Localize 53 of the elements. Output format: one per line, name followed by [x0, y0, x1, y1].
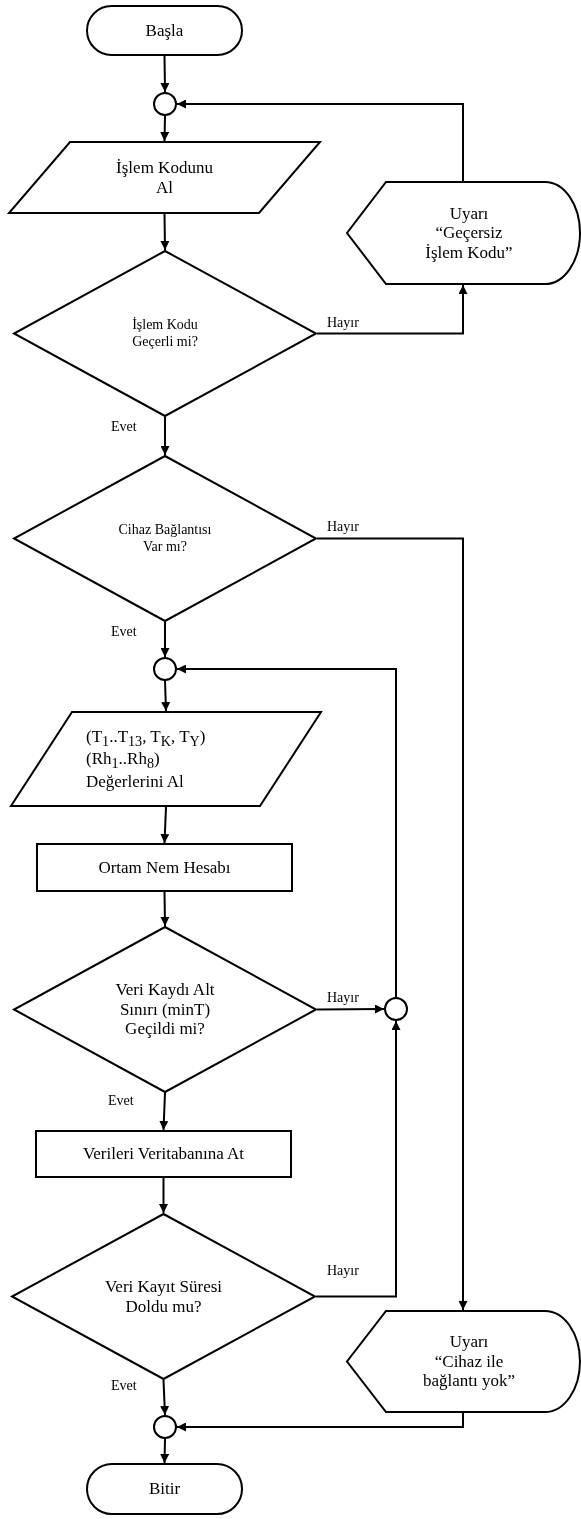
input-parallelogram: [8, 141, 321, 214]
arrow: [159, 1177, 168, 1214]
arrow: [160, 1438, 170, 1464]
arrow: [160, 416, 170, 456]
decision-diamond: [13, 926, 317, 1093]
decision-text: Cihaz Bağlantısı Var mı?: [117, 522, 213, 555]
decision-text: İşlem Kodu Geçerli mi?: [131, 317, 199, 350]
arrow: [159, 1092, 169, 1131]
node-text: Ortam Nem Hesabı: [97, 857, 232, 878]
node-text: Başla: [144, 20, 185, 41]
arrow: [160, 55, 170, 93]
decision-diamond: [13, 250, 317, 417]
decision-diamond: [13, 455, 317, 622]
arrow: [316, 1004, 385, 1014]
decision-diamond: [11, 1213, 316, 1380]
arrow: [160, 213, 170, 251]
arrow: [160, 891, 170, 927]
warning-title: Uyarı: [448, 203, 490, 224]
process-box: [36, 843, 293, 892]
arrow: [315, 1020, 401, 1298]
arrow: [176, 664, 397, 998]
terminal-shape: [86, 5, 243, 56]
decision-text: Veri Kaydı Alt Sınırı (minT) Geçildi mi?: [114, 980, 216, 1039]
connector-circle: [153, 92, 177, 116]
warning-message: “Geçersiz İşlem Kodu”: [424, 223, 514, 263]
edge-label: Hayır: [326, 519, 360, 535]
arrow: [176, 1412, 464, 1432]
warning-title: Uyarı: [448, 1332, 490, 1352]
connector-circle: [153, 657, 177, 681]
arrow: [316, 284, 468, 335]
display-shape: [346, 1310, 580, 1413]
terminal-shape: [86, 1463, 243, 1515]
arrow: [176, 99, 464, 182]
display-shape: [346, 181, 580, 285]
arrow: [160, 1379, 170, 1416]
edge-label: Hayır: [326, 1263, 360, 1279]
node-text: İşlem Kodunu Al: [115, 157, 214, 198]
node-text: Bitir: [147, 1479, 182, 1499]
node-text: Verileri Veritabanına At: [81, 1144, 246, 1164]
arrow: [160, 115, 170, 142]
decision-text: Veri Kayıt Süresi Doldu mu?: [104, 1276, 223, 1317]
connector-circle: [384, 997, 408, 1021]
arrow: [316, 537, 468, 1311]
edge-label: Hayır: [326, 315, 360, 331]
arrow: [161, 680, 171, 712]
arrow: [160, 806, 170, 844]
connector-circle: [153, 1415, 177, 1439]
arrow: [160, 621, 170, 658]
input-parallelogram: [10, 711, 322, 807]
edge-label: Hayır: [326, 990, 360, 1006]
warning-message: “Cihaz ile bağlantı yok”: [421, 1351, 517, 1391]
process-box: [35, 1130, 292, 1178]
node-text: (T$_{1}$..T$_{13}$, T$_{K}$, T$_{Y}$) (Rh$_{1}$..Rh$_{8}$) Değerlerini Al: [86, 726, 207, 792]
